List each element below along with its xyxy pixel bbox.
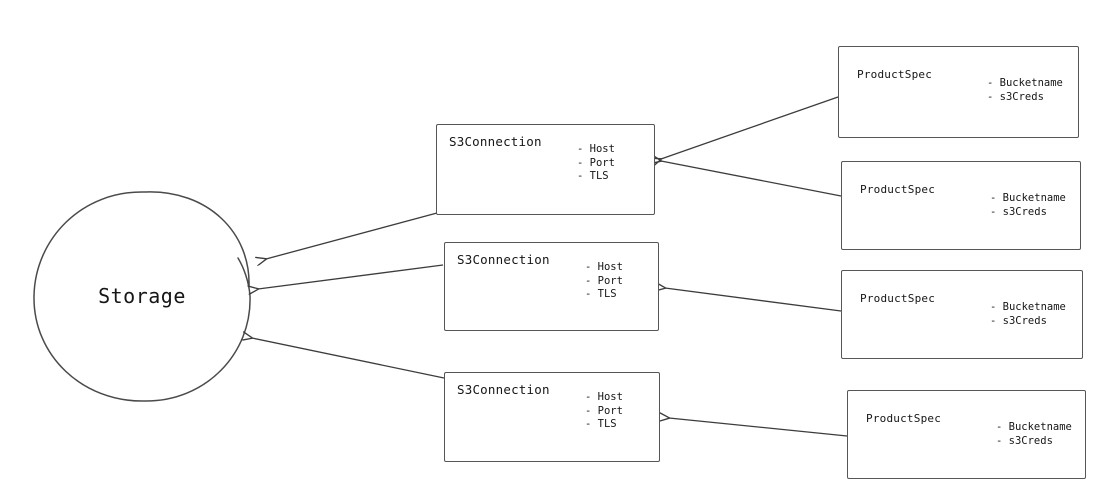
attribute-s3creds: - s3Creds bbox=[996, 434, 1053, 447]
productspec-node-2[interactable]: ProductSpec - Bucketname - s3Creds bbox=[841, 161, 1081, 250]
attribute-port: - Port bbox=[577, 156, 615, 169]
productspec-node-1[interactable]: ProductSpec - Bucketname - s3Creds bbox=[838, 46, 1079, 138]
attribute-tls: - TLS bbox=[577, 170, 609, 182]
productspec-node-1-title: ProductSpec bbox=[857, 68, 933, 81]
storage-circle-group[interactable] bbox=[33, 191, 251, 402]
arrow-productspec-2-to-s3connection-1 bbox=[661, 161, 842, 197]
attribute-tls: - TLS bbox=[585, 418, 617, 430]
productspec-node-3-attributes: - Bucketname - s3Creds bbox=[990, 301, 1066, 328]
attribute-bucketname: - Bucketname bbox=[990, 301, 1066, 313]
productspec-node-2-title: ProductSpec bbox=[860, 183, 936, 196]
productspec-node-3[interactable]: ProductSpec - Bucketname - s3Creds bbox=[841, 270, 1083, 359]
arrow-s3connection-3-to-storage bbox=[252, 338, 445, 379]
attribute-s3creds: - s3Creds bbox=[990, 314, 1047, 327]
attribute-port: - Port bbox=[585, 404, 623, 417]
productspec-node-3-title: ProductSpec bbox=[860, 292, 936, 305]
storage-circle-shape bbox=[33, 191, 251, 402]
attribute-bucketname: - Bucketname bbox=[990, 192, 1066, 204]
s3connection-node-3-title: S3Connection bbox=[457, 382, 550, 397]
productspec-node-1-attributes: - Bucketname - s3Creds bbox=[987, 77, 1063, 104]
attribute-host: - Host bbox=[585, 261, 623, 273]
productspec-node-4[interactable]: ProductSpec - Bucketname - s3Creds bbox=[847, 390, 1086, 479]
productspec-node-4-attributes: - Bucketname - s3Creds bbox=[996, 421, 1072, 448]
storage-node-label: Storage bbox=[98, 284, 186, 308]
arrow-s3connection-2-to-storage bbox=[258, 264, 444, 289]
arrow-productspec-3-to-s3connection-2 bbox=[665, 288, 842, 312]
arrow-s3connection-1-to-storage bbox=[266, 212, 438, 259]
s3connection-node-2[interactable]: S3Connection - Host - Port - TLS bbox=[444, 242, 659, 331]
s3connection-node-2-title: S3Connection bbox=[457, 252, 550, 267]
attribute-bucketname: - Bucketname bbox=[996, 421, 1072, 433]
attribute-s3creds: - s3Creds bbox=[987, 90, 1044, 103]
s3connection-node-1-title: S3Connection bbox=[449, 134, 542, 149]
s3connection-node-2-attributes: - Host - Port - TLS bbox=[585, 261, 623, 302]
attribute-host: - Host bbox=[585, 391, 623, 403]
arrow-productspec-4-to-s3connection-3 bbox=[669, 418, 848, 437]
productspec-node-4-title: ProductSpec bbox=[866, 412, 942, 425]
s3connection-node-3-attributes: - Host - Port - TLS bbox=[585, 391, 623, 432]
attribute-port: - Port bbox=[585, 274, 623, 287]
s3connection-node-3[interactable]: S3Connection - Host - Port - TLS bbox=[444, 372, 660, 462]
attribute-host: - Host bbox=[577, 143, 615, 155]
s3connection-node-1[interactable]: S3Connection - Host - Port - TLS bbox=[436, 124, 655, 215]
s3connection-node-1-attributes: - Host - Port - TLS bbox=[577, 143, 615, 184]
attribute-s3creds: - s3Creds bbox=[990, 205, 1047, 218]
arrow-productspec-1-to-s3connection-1 bbox=[661, 96, 839, 159]
attribute-tls: - TLS bbox=[585, 288, 617, 300]
productspec-node-2-attributes: - Bucketname - s3Creds bbox=[990, 192, 1066, 219]
attribute-bucketname: - Bucketname bbox=[987, 77, 1063, 89]
